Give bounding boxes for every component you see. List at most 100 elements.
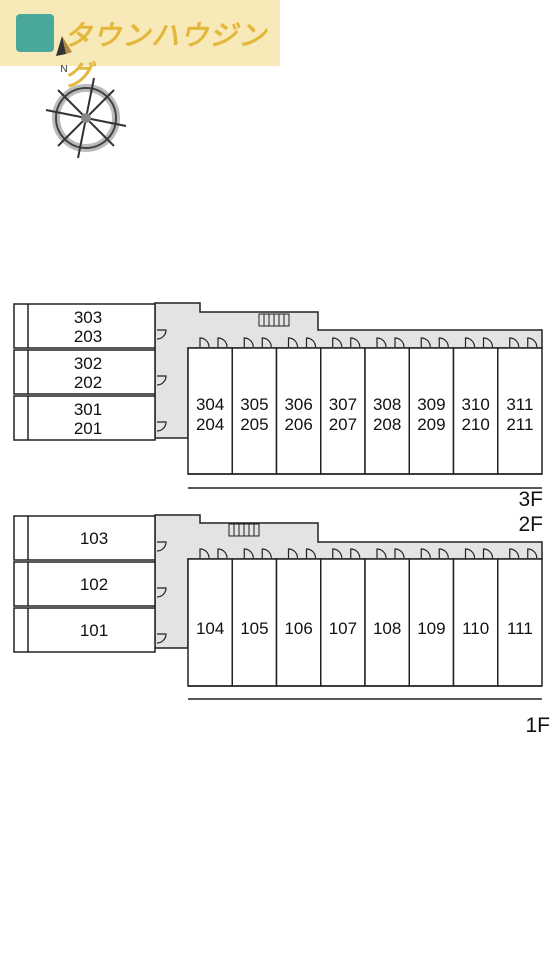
row-unit: 109	[408, 548, 455, 687]
unit-number-label: 106	[284, 619, 312, 638]
row-unit: 104	[187, 548, 233, 687]
door-swing-icon	[509, 337, 520, 348]
row-unit: 110	[452, 548, 499, 687]
compass-rose-icon: N	[45, 36, 127, 159]
door-swing-icon	[261, 548, 272, 559]
unit-number-label: 311	[506, 395, 533, 414]
door-swing-icon	[482, 337, 494, 348]
left-unit: 103	[13, 515, 167, 561]
door-swing-icon	[394, 548, 405, 559]
door-swing-icon	[217, 548, 228, 559]
unit-number-label: 107	[329, 619, 357, 638]
door-swing-icon	[464, 337, 476, 348]
door-swing-icon	[509, 548, 520, 559]
unit-number-label: 208	[373, 415, 401, 434]
north-marker-icon: N	[60, 64, 67, 75]
door-swing-icon	[243, 337, 254, 348]
door-swing-icon	[438, 548, 449, 559]
unit-number-label: 203	[74, 327, 102, 346]
unit-number-label: 307	[329, 395, 357, 414]
staircase-icon	[258, 313, 290, 327]
left-units-group: 103 102 101	[13, 515, 167, 653]
unit-number-label: 111	[507, 619, 533, 638]
unit-number-label: 204	[196, 415, 224, 434]
floor-label-2f: 2F	[518, 513, 543, 536]
unit-number-label: 304	[196, 395, 224, 414]
unit-number-label: 201	[74, 419, 102, 438]
unit-number-label: 104	[196, 619, 224, 638]
unit-number-label: 210	[461, 415, 489, 434]
door-swing-icon	[243, 548, 254, 559]
door-swing-icon	[156, 375, 167, 386]
door-swing-icon	[287, 548, 299, 559]
unit-number-label: 205	[240, 415, 268, 434]
row-unit: 108	[364, 548, 410, 687]
unit-number-label: 202	[74, 373, 102, 392]
row-unit: 106	[275, 548, 322, 687]
unit-number-label: 310	[461, 395, 489, 414]
corridor	[154, 302, 543, 439]
door-swing-icon	[350, 337, 361, 348]
door-swing-icon	[438, 337, 449, 348]
unit-number-label: 109	[417, 619, 445, 638]
lower-building-block: 103 102 101 104 105 106 107 108 109 110 111 1F	[13, 514, 550, 737]
unit-number-label: 301	[74, 400, 102, 419]
unit-number-label: 302	[74, 354, 102, 373]
door-swing-icon	[199, 548, 210, 559]
unit-number-label: 309	[417, 395, 445, 414]
floor-label-3f: 3F	[518, 488, 543, 511]
door-swing-icon	[261, 337, 272, 348]
brand-logo: タウンハウジング	[0, 0, 280, 92]
unit-number-label: 207	[329, 415, 357, 434]
door-swing-icon	[482, 548, 494, 559]
unit-number-label: 303	[74, 308, 102, 327]
row-unit: 105	[231, 548, 278, 687]
unit-number-label: 103	[80, 529, 108, 548]
floor-label-1f: 1F	[525, 714, 550, 737]
door-swing-icon	[332, 548, 343, 559]
door-swing-icon	[217, 337, 228, 348]
tree-logo-icon	[16, 14, 54, 52]
door-swing-icon	[156, 633, 167, 644]
door-swing-icon	[350, 548, 361, 559]
door-swing-icon	[394, 337, 405, 348]
row-unit: 107	[320, 548, 366, 687]
left-unit: 101	[13, 607, 167, 653]
unit-number-label: 108	[373, 619, 401, 638]
door-swing-icon	[527, 337, 538, 348]
door-swing-icon	[464, 548, 476, 559]
unit-number-label: 105	[240, 619, 268, 638]
unit-number-label: 209	[417, 415, 445, 434]
staircase-icon	[228, 523, 260, 537]
door-swing-icon	[527, 548, 538, 559]
door-swing-icon	[156, 587, 167, 598]
unit-number-label: 206	[284, 415, 312, 434]
row-unit: 111	[497, 548, 543, 687]
left-unit: 102	[13, 561, 167, 607]
corridor	[154, 514, 543, 649]
unit-number-label: 211	[506, 415, 533, 434]
brand-name: タウンハウジング	[64, 19, 268, 92]
unit-number-label: 110	[462, 619, 489, 638]
door-swing-icon	[420, 337, 431, 348]
row-units-group: 3042043052053062063072073082083092093102…	[187, 337, 543, 475]
door-swing-icon	[156, 421, 167, 432]
door-swing-icon	[287, 337, 299, 348]
door-swing-icon	[199, 337, 210, 348]
door-swing-icon	[156, 329, 167, 340]
unit-number-label: 101	[80, 621, 108, 640]
unit-number-label: 308	[373, 395, 401, 414]
